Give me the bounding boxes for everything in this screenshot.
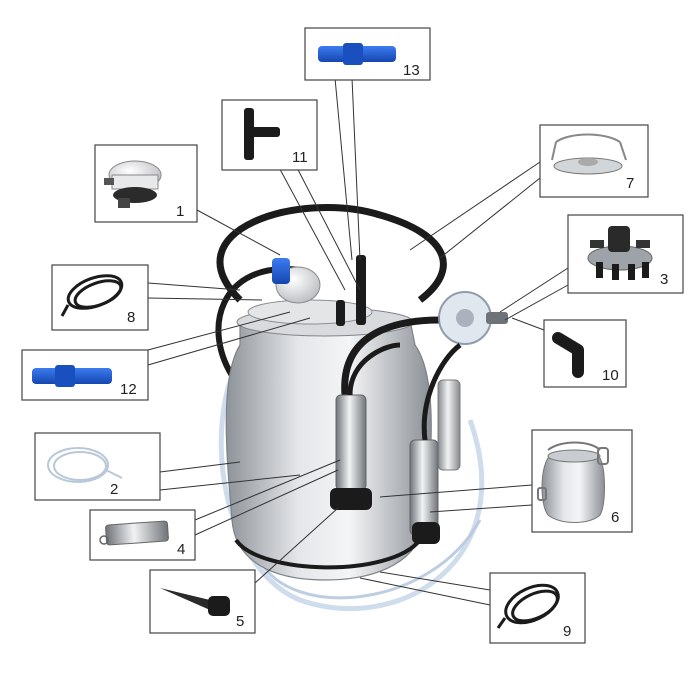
main-assembly: [215, 204, 508, 611]
callout-5-number: 5: [236, 613, 244, 630]
pulsator-icon: [587, 226, 653, 280]
callout-13-number: 13: [403, 62, 420, 79]
callout-8-number: 8: [127, 309, 135, 326]
leader-1: [196, 209, 281, 256]
tee-connector-icon: [244, 108, 280, 160]
leader-4b: [194, 469, 339, 536]
callout-2-number: 2: [110, 481, 118, 498]
teat-cup-hose-right: [421, 343, 462, 441]
teat-cup-right: [409, 439, 439, 536]
leader-11b: [292, 159, 361, 291]
leader-2b: [159, 474, 301, 491]
leader-3b: [504, 284, 569, 321]
callout-9[interactable]: 9: [489, 572, 586, 644]
callout-12[interactable]: 12: [21, 349, 149, 401]
blue-coupler-on-lid: [272, 258, 290, 284]
callout-4[interactable]: 4: [89, 509, 196, 561]
callout-10-number: 10: [602, 367, 619, 384]
teat-cup-front: [335, 394, 367, 491]
black-hose-upper-loop: [216, 204, 447, 303]
callout-5[interactable]: 5: [149, 569, 256, 634]
leader-lines: [147, 77, 569, 606]
callout-13[interactable]: 13: [304, 27, 431, 81]
callout-10[interactable]: 10: [543, 319, 627, 388]
callout-9-number: 9: [563, 623, 571, 640]
callout-11[interactable]: 11: [221, 99, 318, 171]
callout-12-number: 12: [120, 381, 137, 398]
callout-11-number: 11: [292, 149, 308, 166]
leader-9: [379, 571, 491, 591]
leader-6b: [429, 504, 533, 513]
callout-7-number: 7: [626, 175, 634, 192]
teat-cup-right-liner: [412, 522, 440, 544]
bucket-bottom-band: [234, 538, 422, 570]
callout-2[interactable]: 2: [34, 432, 161, 501]
leader-9b: [359, 577, 491, 606]
teat-cup-front-liner: [330, 488, 372, 510]
bucket-lid: [247, 299, 373, 325]
bucket-body: [225, 319, 432, 581]
steel-shell-icon: [99, 520, 169, 546]
callout-3[interactable]: 3: [567, 214, 684, 294]
callout-3-number: 3: [660, 271, 668, 288]
blue-coupler-icon: [318, 43, 396, 65]
leader-5: [254, 507, 339, 584]
milk-bucket-icon: [537, 441, 609, 523]
leader-8: [147, 282, 241, 291]
black-hose-coil-icon: [60, 274, 124, 317]
teat-cup-hose-front: [347, 342, 401, 396]
claw-bowl-center: [456, 309, 474, 327]
leader-6: [379, 484, 533, 498]
callout-8[interactable]: 8: [51, 264, 149, 331]
callout-2-box: [34, 432, 161, 501]
vacuum-regulator-icon: [104, 160, 162, 208]
callout-1-number: 1: [176, 203, 184, 220]
leader-12b: [147, 317, 311, 366]
leader-7: [409, 161, 541, 251]
black-hose-coil-icon: [496, 583, 560, 629]
leader-13: [334, 77, 353, 261]
elbow-connector-icon: [552, 332, 584, 378]
callout-6-number: 6: [611, 509, 619, 526]
leader-8b: [147, 297, 263, 301]
callout-4-number: 4: [177, 541, 185, 558]
leader-11: [274, 159, 346, 291]
callout-6[interactable]: 6: [531, 429, 633, 533]
blue-coupler-icon: [32, 365, 112, 387]
callout-7[interactable]: 7: [539, 124, 649, 198]
claw-connector: [486, 312, 508, 324]
leader-4: [194, 459, 341, 521]
lid-nipple-left: [336, 300, 345, 326]
leader-2: [159, 461, 241, 473]
bucket-lid-icon: [551, 133, 627, 175]
teat-cup-back: [437, 379, 461, 471]
clear-tube-coil-icon: [47, 447, 123, 483]
callout-10-box: [543, 319, 627, 388]
rubber-liner-icon: [160, 588, 230, 616]
lid-nipple-right: [356, 255, 366, 325]
leader-3: [499, 267, 569, 313]
callout-1[interactable]: 1: [94, 144, 198, 223]
claw-hose-arc: [341, 316, 441, 396]
leader-7b: [439, 177, 541, 259]
leader-10: [511, 317, 545, 331]
leader-12: [147, 311, 291, 351]
leader-13b: [351, 77, 361, 261]
